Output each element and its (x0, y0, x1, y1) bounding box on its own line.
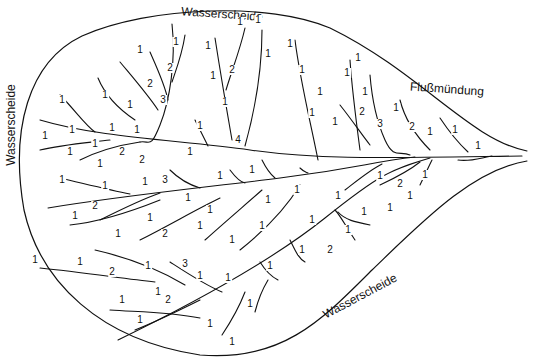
stream-order: 1 (248, 165, 256, 175)
stream-order: 1 (258, 221, 266, 231)
stream-order: 2 (166, 63, 174, 73)
stream-order: 1 (254, 15, 262, 25)
stream-order: 2 (326, 245, 334, 255)
stream-order: 1 (141, 177, 149, 187)
stream-order: 2 (164, 295, 172, 305)
stream-order: 2 (108, 267, 116, 277)
stream-order: 1 (196, 271, 204, 281)
stream-order: 1 (172, 37, 180, 47)
stream-order: 3 (159, 95, 167, 105)
stream-order: 1 (308, 215, 316, 225)
stream-order: 1 (421, 170, 429, 180)
stream-order: 1 (101, 181, 109, 191)
stream-order: 2 (161, 229, 169, 239)
stream-order: 1 (451, 125, 459, 135)
stream-order: 1 (41, 131, 49, 141)
stream-order: 1 (266, 261, 274, 271)
stream-order: 1 (96, 159, 104, 169)
stream-order: 1 (224, 273, 232, 283)
stream-order: 1 (293, 185, 301, 195)
watershed-label: Wasserscheide (180, 5, 264, 23)
stream-order: 1 (264, 195, 272, 205)
stream-order: 1 (58, 175, 66, 185)
stream-order: 1 (209, 71, 217, 81)
stream-order: 1 (334, 191, 342, 201)
stream-order: 1 (392, 103, 400, 113)
stream-order: 2 (146, 79, 154, 89)
watershed-label: Wasserscheide (5, 83, 17, 167)
stream-order: 1 (246, 299, 254, 309)
stream-order: 2 (138, 155, 146, 165)
stream-order: 1 (58, 95, 66, 105)
stream-order: 2 (408, 122, 416, 132)
stream-order: 1 (286, 39, 294, 49)
stream-order: 1 (136, 315, 144, 325)
stream-order: 1 (144, 261, 152, 271)
watershed-label: Wasserscheide (320, 271, 399, 321)
mouth-label: Flußmündung (409, 80, 486, 97)
stream-order: 1 (91, 139, 99, 149)
stream-order: 1 (236, 17, 244, 27)
stream-order: 1 (228, 235, 236, 245)
stream-order: 1 (196, 121, 204, 131)
stream-order: 1 (331, 117, 339, 127)
stream-order: 3 (376, 119, 384, 129)
stream-order: 1 (146, 213, 154, 223)
stream-order: 1 (133, 125, 141, 135)
stream-order: 1 (228, 337, 236, 347)
stream-order: 1 (386, 203, 394, 213)
stream-order: 1 (316, 87, 324, 97)
stream-order: 1 (108, 123, 116, 133)
stream-order: 1 (221, 97, 229, 107)
stream-order: 2 (118, 147, 126, 157)
stream-order: 1 (186, 147, 194, 157)
watershed-outline (19, 11, 527, 356)
stream-order: 1 (136, 45, 144, 55)
stream-order: 1 (376, 171, 384, 181)
stream-order: 1 (361, 87, 369, 97)
stream-order: 3 (181, 259, 189, 269)
stream-order: 1 (68, 125, 76, 135)
stream-order: 1 (354, 53, 362, 63)
stream-order: 1 (426, 127, 434, 137)
stream-order: 2 (396, 179, 404, 189)
stream-order: 1 (66, 147, 74, 157)
stream-order: 1 (298, 65, 306, 75)
stream-order: 1 (204, 41, 212, 51)
stream-order: 2 (91, 201, 99, 211)
stream-order: 1 (118, 295, 126, 305)
stream-order: 1 (206, 319, 214, 329)
stream-order: 1 (31, 255, 39, 265)
stream-order: 1 (71, 211, 79, 221)
stream-network (40, 24, 522, 340)
stream-order: 2 (358, 107, 366, 117)
stream-order: 1 (76, 257, 84, 267)
stream-order: 1 (101, 90, 109, 100)
stream-order: 1 (343, 68, 351, 78)
stream-order: 4 (234, 135, 242, 145)
stream-order: 1 (360, 207, 368, 217)
stream-order: 1 (196, 221, 204, 231)
stream-order: 1 (184, 193, 192, 203)
stream-order: 1 (154, 287, 162, 297)
stream-order: 1 (264, 49, 272, 59)
stream-order: 3 (161, 175, 169, 185)
stream-order: 1 (114, 229, 122, 239)
stream-order: 1 (406, 191, 414, 201)
stream-order: 1 (126, 100, 134, 110)
stream-order: 1 (474, 141, 482, 151)
stream-order: 1 (344, 225, 352, 235)
stream-order: 1 (206, 205, 214, 215)
stream-order: 1 (308, 108, 316, 118)
stream-order: 1 (298, 245, 306, 255)
stream-order: 1 (216, 171, 224, 181)
stream-order: 2 (228, 65, 236, 75)
